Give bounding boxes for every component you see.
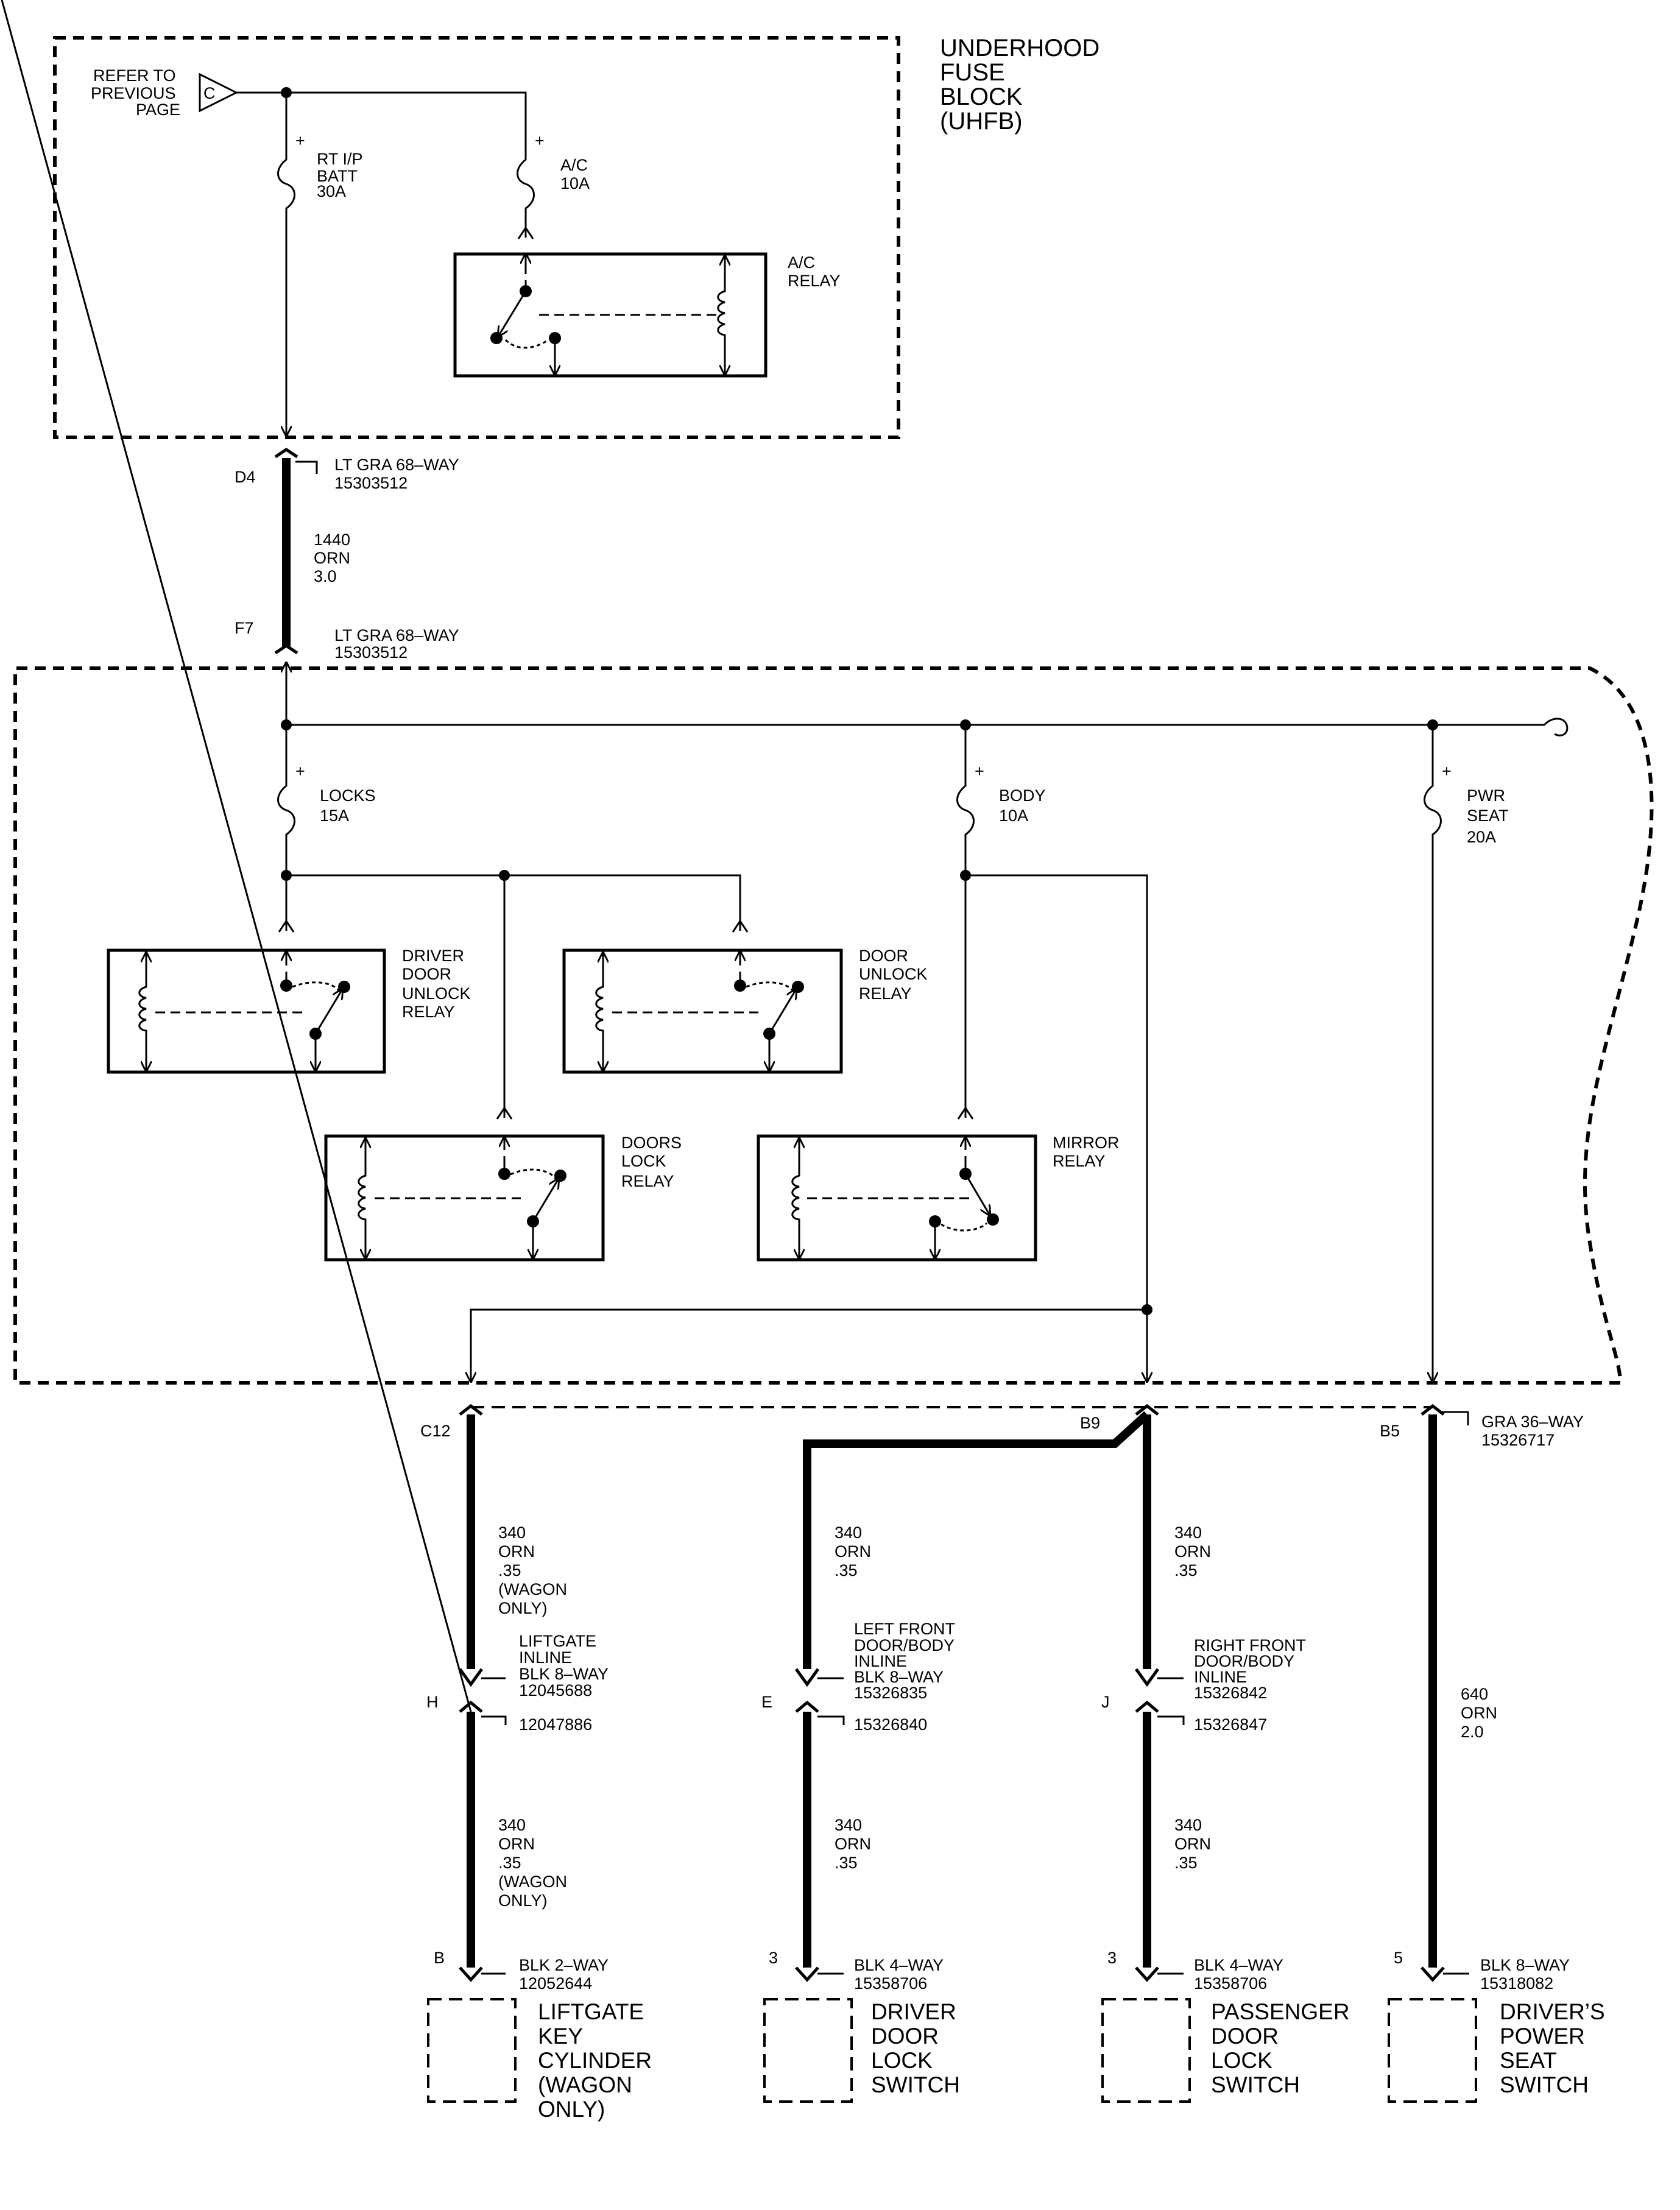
fuse-ac-label: A/C 10A — [560, 156, 593, 192]
component-driver-door-lock-switch — [763, 1998, 853, 2103]
fuse-rt-ip-batt: + — [277, 93, 305, 436]
relay-door-unlock — [562, 948, 843, 1074]
svg-text:+: + — [1442, 762, 1452, 780]
ip-fuse-block-boundary — [13, 666, 1654, 1385]
relay-mirror — [757, 1134, 1037, 1262]
relay-ac-label: A/C RELAY — [788, 253, 841, 290]
pin-b9: B9 — [1080, 1414, 1100, 1432]
wire-340-driver-door — [794, 1411, 1150, 1982]
fuse-pwr-seat: + — [1424, 725, 1452, 1382]
fuse-body-label: BODY 10A — [999, 786, 1050, 825]
wire-640-label: 640 ORN 2.0 — [1461, 1685, 1502, 1741]
fuse-body: + — [956, 725, 984, 875]
wire-340-passenger-door — [1134, 1414, 1160, 1982]
pin-3-passenger: 3 — [1107, 1949, 1117, 1967]
uhfb-title: UNDERHOOD FUSE BLOCK (UHFB) — [940, 35, 1106, 135]
pin-b: B — [434, 1949, 445, 1967]
fuse-rt-ip-batt-label: RT I/P BATT 30A — [317, 150, 367, 200]
component-driver-door-label: DRIVER DOOR LOCK SWITCH — [871, 1999, 962, 2097]
connector-liftgate-inline: LIFTGATE INLINE BLK 8–WAY 12045688 — [519, 1632, 613, 1700]
pin-e: E — [761, 1693, 772, 1711]
connector-lt-gra-bottom: LT GRA 68–WAY 15303512 — [334, 626, 464, 662]
wire-340-liftgate — [1, 0, 484, 1982]
refer-c-symbol: C — [199, 72, 239, 113]
pin-3-driver: 3 — [769, 1949, 778, 1967]
connector-right-front-inline: RIGHT FRONT DOOR/BODY INLINE 15326842 — [1194, 1636, 1310, 1702]
fuse-pwr-seat-label: PWR SEAT 20A — [1467, 786, 1513, 846]
connector-seat-switch: BLK 8–WAY 15318082 — [1480, 1956, 1574, 1993]
pin-5: 5 — [1394, 1949, 1403, 1967]
svg-text:+: + — [295, 132, 305, 150]
fuse-locks: + — [277, 725, 305, 875]
wire-340-left-lower-label: 340 ORN .35 — [835, 1816, 876, 1872]
uhfb-boundary — [53, 36, 900, 439]
fuse-ac: + — [517, 132, 545, 239]
refer-note: REFER TO PREVIOUS PAGE — [91, 66, 180, 119]
relay-ac — [453, 252, 768, 378]
connector-liftgate-comp: BLK 2–WAY 12052644 — [519, 1956, 613, 1993]
relay-mirror-label: MIRROR RELAY — [1053, 1134, 1124, 1170]
connector-driver-switch: BLK 4–WAY 15358706 — [854, 1956, 948, 1993]
wire-340-left-upper-label: 340 ORN .35 — [835, 1523, 876, 1580]
pin-c12: C12 — [420, 1422, 451, 1440]
relay-doors-lock-label: DOORS LOCK RELAY — [621, 1134, 686, 1190]
component-passenger-door-lock-switch — [1101, 1998, 1191, 2103]
svg-text:C: C — [203, 84, 216, 102]
pin-j: J — [1101, 1693, 1110, 1711]
pin-d4: D4 — [235, 468, 256, 486]
wire-340-liftgate-upper-label: 340 ORN .35 (WAGON ONLY) — [498, 1523, 572, 1617]
connector-gra-36-way: GRA 36–WAY 15326717 — [1481, 1413, 1588, 1449]
component-drivers-power-seat-switch — [1388, 1998, 1477, 2103]
pin-b5: B5 — [1380, 1422, 1400, 1440]
pin-f7: F7 — [235, 619, 254, 637]
relay-driver-door-unlock-label: DRIVER DOOR UNLOCK RELAY — [402, 947, 475, 1021]
svg-text:+: + — [975, 762, 984, 780]
connector-left-front-inline: LEFT FRONT DOOR/BODY INLINE BLK 8–WAY 15… — [854, 1620, 959, 1702]
relay-driver-door-unlock — [107, 948, 386, 1074]
connector-left-front-mate: 15326840 — [854, 1715, 927, 1734]
component-liftgate-key-cylinder — [427, 1998, 517, 2103]
wire-340-liftgate-lower-label: 340 ORN .35 (WAGON ONLY) — [498, 1816, 572, 1910]
svg-text:+: + — [535, 132, 545, 150]
component-passenger-door-label: PASSENGER DOOR LOCK SWITCH — [1211, 1999, 1356, 2097]
wire-1440 — [274, 447, 298, 655]
component-liftgate-label: LIFTGATE KEY CYLINDER (WAGON ONLY) — [538, 1999, 658, 2122]
wire-340-right-upper-label: 340 ORN .35 — [1174, 1523, 1216, 1580]
connector-liftgate-inline-mate: 12047886 — [519, 1715, 592, 1734]
connector-lt-gra-top: LT GRA 68–WAY 15303512 — [334, 456, 464, 492]
connector-passenger-switch: BLK 4–WAY 15358706 — [1194, 1956, 1288, 1993]
wire-1440-label: 1440 ORN 3.0 — [314, 531, 355, 585]
connector-right-front-mate: 15326847 — [1194, 1715, 1267, 1734]
relay-door-unlock-label: DOOR UNLOCK RELAY — [859, 947, 932, 1003]
pin-h: H — [426, 1693, 439, 1711]
wire-640-seat — [1421, 1414, 1445, 1982]
fuse-locks-label: LOCKS 15A — [320, 786, 380, 825]
relay-doors-lock — [324, 1134, 605, 1262]
svg-text:+: + — [295, 762, 305, 780]
component-seat-label: DRIVER’S POWER SEAT SWITCH — [1500, 1999, 1611, 2097]
wire-340-right-lower-label: 340 ORN .35 — [1174, 1816, 1216, 1872]
